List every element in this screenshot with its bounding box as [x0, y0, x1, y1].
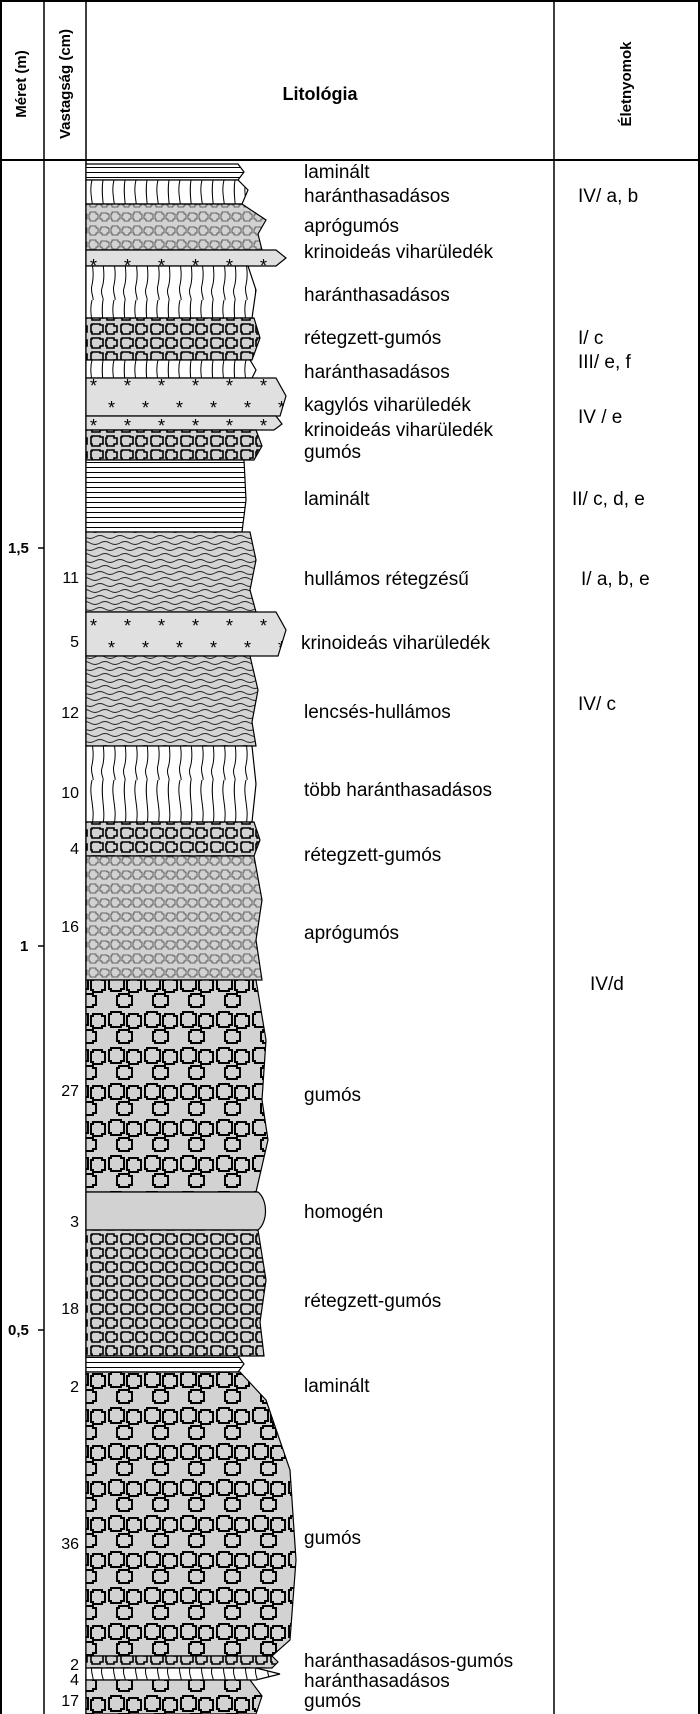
thickness-label: 4 [39, 1673, 79, 1689]
lithology-label: gumós [304, 1086, 361, 1105]
trace-fossil-label: III/ e, f [578, 353, 631, 372]
layer-stratified-nodular-2 [86, 822, 260, 856]
thickness-label: 2 [39, 1380, 79, 1396]
trace-fossil-label: IV/d [590, 975, 624, 994]
lithology-label: lencsés-hullámos [304, 703, 451, 722]
lithology-label: krinoideás viharüledék [304, 421, 493, 440]
lithology-label: krinoideás viharüledék [301, 634, 490, 653]
thickness-label: 5 [39, 635, 79, 651]
layer-shell-tempestite [86, 378, 286, 416]
thickness-label: 4 [39, 842, 79, 858]
layer-small-nodular-1 [86, 204, 266, 250]
trace-fossil-label: I/ a, b, e [581, 570, 650, 589]
lithology-label: haránthasadásos [304, 187, 450, 206]
layer-fractured-nodular [86, 1656, 278, 1668]
trace-fossil-label: II/ c, d, e [572, 490, 645, 509]
scale-label: 0,5 [8, 1323, 29, 1338]
trace-fossil-label: I/ c [578, 329, 603, 348]
lithology-label: aprógumós [304, 217, 399, 236]
lithology-label: laminált [304, 163, 369, 182]
lithology-label: laminált [304, 490, 369, 509]
thickness-label: 3 [39, 1215, 79, 1231]
thickness-label: 36 [39, 1537, 79, 1553]
lithology-label: több haránthasadásos [304, 781, 492, 800]
lithology-label: gumós [304, 443, 361, 462]
lithology-label: aprógumós [304, 924, 399, 943]
lithology-label: kagylós viharüledék [304, 396, 471, 415]
layer-nodular-3 [86, 1680, 262, 1714]
layer-crinoid-2 [86, 416, 282, 430]
lithology-label: laminált [304, 1377, 369, 1396]
thickness-label: 27 [39, 1084, 79, 1100]
thickness-label: 12 [39, 706, 79, 722]
layer-crinoid-3 [86, 612, 286, 656]
thickness-label: 18 [39, 1302, 79, 1318]
layer-crinoid-1 [86, 250, 286, 266]
layer-wavy-bedded [86, 532, 256, 612]
scale-label: 1 [20, 939, 28, 954]
lithology-label: rétegzett-gumós [304, 1292, 441, 1311]
layer-nodular-thin [86, 430, 262, 460]
lithology-column [86, 164, 296, 1714]
header-lithology: Litológia [86, 84, 554, 105]
layer-fractured-2 [86, 266, 256, 318]
header-thickness: Vastagság (cm) [56, 14, 76, 154]
layer-laminated-top [86, 164, 244, 180]
lithology-label: homogén [304, 1203, 383, 1222]
layer-laminated-3 [86, 1356, 244, 1372]
thickness-label: 17 [39, 1694, 79, 1710]
lithology-label: haránthasadásos-gumós [304, 1652, 513, 1671]
thickness-label: 11 [39, 571, 79, 587]
trace-fossil-label: IV / e [578, 408, 622, 427]
layer-fractured-1 [86, 180, 248, 204]
layer-nodular-1 [86, 980, 268, 1192]
thickness-label: 16 [39, 920, 79, 936]
lithology-label: haránthasadásos [304, 286, 450, 305]
lithology-label: rétegzett-gumós [304, 846, 441, 865]
layer-small-nodular-2 [86, 856, 262, 980]
lithology-label: haránthasadásos [304, 1672, 450, 1691]
layer-fractured-4 [86, 1668, 280, 1680]
layer-multi-fractured [86, 746, 256, 822]
layer-fractured-3 [86, 360, 256, 378]
lithology-label: krinoideás viharüledék [304, 243, 493, 262]
layer-stratified-nodular-1 [86, 318, 260, 360]
lithology-label: rétegzett-gumós [304, 329, 441, 348]
layer-homogeneous [86, 1192, 266, 1230]
thickness-label: 10 [39, 786, 79, 802]
lithology-label: haránthasadásos [304, 363, 450, 382]
trace-fossil-label: IV/ c [578, 695, 616, 714]
header-traces: Életnyomok [617, 14, 637, 154]
header-scale: Méret (m) [12, 14, 32, 154]
scale-label: 1,5 [8, 541, 29, 556]
lithology-label: hullámos rétegzésű [304, 570, 469, 589]
scale-ticks [38, 548, 44, 1330]
layer-stratified-nodular-3 [86, 1230, 266, 1356]
layer-nodular-2 [86, 1372, 296, 1656]
trace-fossil-label: IV/ a, b [578, 187, 638, 206]
lithology-label: gumós [304, 1529, 361, 1548]
layer-laminated-2 [86, 460, 246, 532]
lithology-label: gumós [304, 1692, 361, 1711]
layer-lenticular-wavy [86, 656, 258, 746]
